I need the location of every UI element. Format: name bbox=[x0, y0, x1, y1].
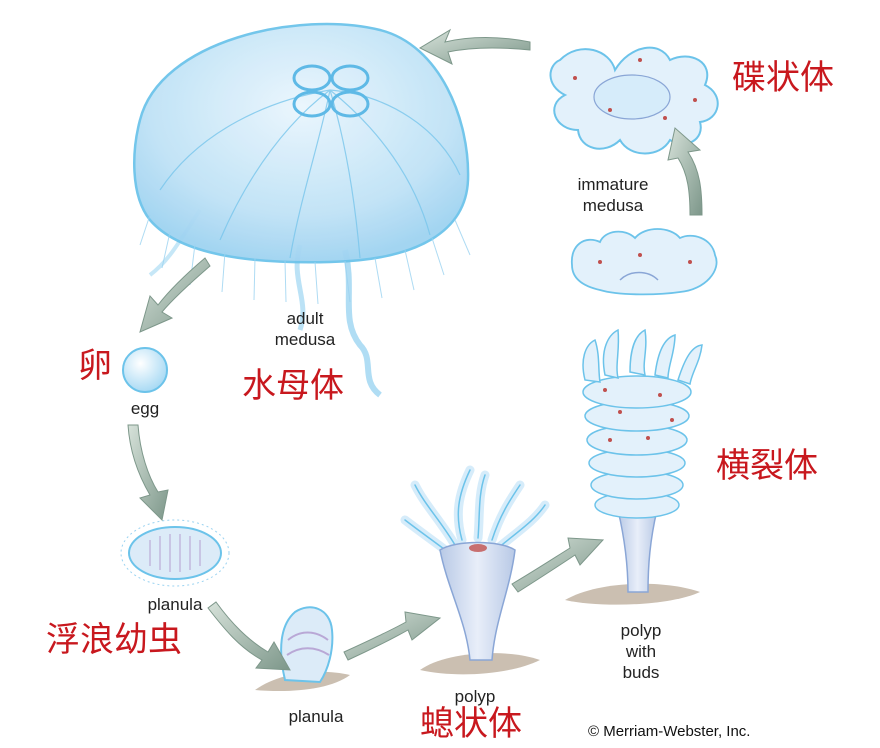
arrow-egg-to-planula bbox=[128, 425, 168, 520]
cn-label-polyp: 螅状体 bbox=[420, 704, 522, 744]
label-egg: egg bbox=[120, 398, 170, 419]
label-planula-settled: planula bbox=[276, 706, 356, 727]
strobila-figure bbox=[565, 330, 702, 605]
egg-figure bbox=[123, 348, 167, 392]
cn-label-planula: 浮浪幼虫 bbox=[46, 620, 182, 660]
copyright-notice: © Merriam-Webster, Inc. bbox=[588, 723, 750, 740]
arrow-settled-to-polyp bbox=[344, 612, 440, 660]
arrow-polyp-to-strobila bbox=[512, 538, 603, 592]
arrow-ephyra-to-immature bbox=[668, 128, 702, 215]
ephyra-disc-figure bbox=[572, 229, 717, 294]
free-planula-figure bbox=[121, 520, 229, 586]
arrow-immature-to-adult bbox=[420, 30, 530, 64]
arrow-adult-to-egg bbox=[140, 258, 210, 332]
label-planula-free: planula bbox=[135, 594, 215, 615]
polyp-figure bbox=[405, 470, 545, 674]
cn-label-ephyra: 碟状体 bbox=[732, 58, 834, 98]
label-adult-medusa: adult medusa bbox=[265, 308, 345, 350]
label-immature-medusa: immature medusa bbox=[563, 174, 663, 216]
cn-label-adult-medusa: 水母体 bbox=[242, 366, 344, 406]
immature-medusa-figure bbox=[550, 48, 717, 154]
cn-label-egg: 卵 bbox=[78, 346, 112, 386]
label-polyp-with-buds: polyp with buds bbox=[606, 620, 676, 683]
cn-label-strobila: 横裂体 bbox=[716, 446, 818, 486]
arrow-planula-to-settled bbox=[208, 602, 290, 670]
